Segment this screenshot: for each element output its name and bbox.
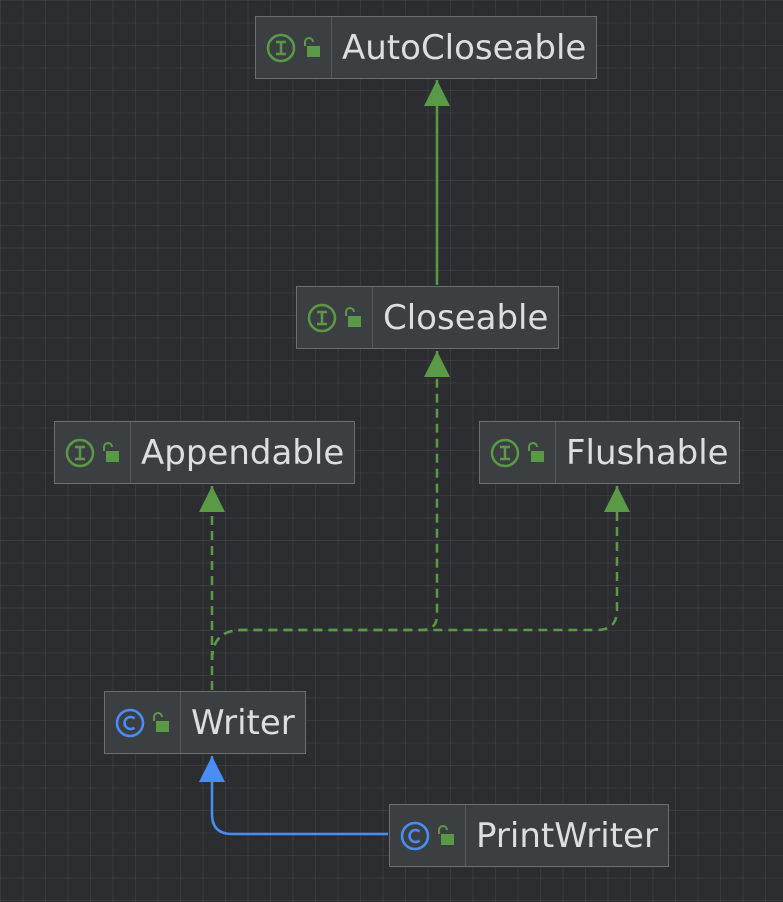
unlocked-icon xyxy=(153,711,169,732)
interface-icon xyxy=(65,438,95,467)
unlocked-icon xyxy=(528,441,544,462)
interface-icon xyxy=(490,438,520,467)
edge-printwriter-extends-writer xyxy=(199,756,388,836)
node-label: Appendable xyxy=(141,432,345,473)
node-closeable[interactable]: Closeable xyxy=(296,286,560,349)
interface-icon xyxy=(307,303,337,332)
node-flushable[interactable]: Flushable xyxy=(479,421,740,484)
unlocked-icon xyxy=(438,824,454,845)
node-appendable[interactable]: Appendable xyxy=(54,421,356,484)
edge-writer-implements-closeable xyxy=(210,351,450,661)
unlocked-icon xyxy=(103,441,119,462)
node-label: Writer xyxy=(191,702,295,743)
node-label: Flushable xyxy=(566,432,729,473)
node-label: AutoCloseable xyxy=(342,27,587,68)
unlocked-icon xyxy=(304,36,320,57)
node-printwriter[interactable]: PrintWriter xyxy=(389,804,669,867)
unlocked-icon xyxy=(345,306,361,327)
edge-writer-implements-flushable xyxy=(210,486,630,661)
class-icon xyxy=(400,821,430,850)
interface-icon xyxy=(266,33,296,62)
node-label: PrintWriter xyxy=(476,815,658,856)
node-writer[interactable]: Writer xyxy=(104,691,306,754)
node-label: Closeable xyxy=(383,297,549,338)
class-icon xyxy=(115,708,145,737)
node-autocloseable[interactable]: AutoCloseable xyxy=(255,16,598,79)
